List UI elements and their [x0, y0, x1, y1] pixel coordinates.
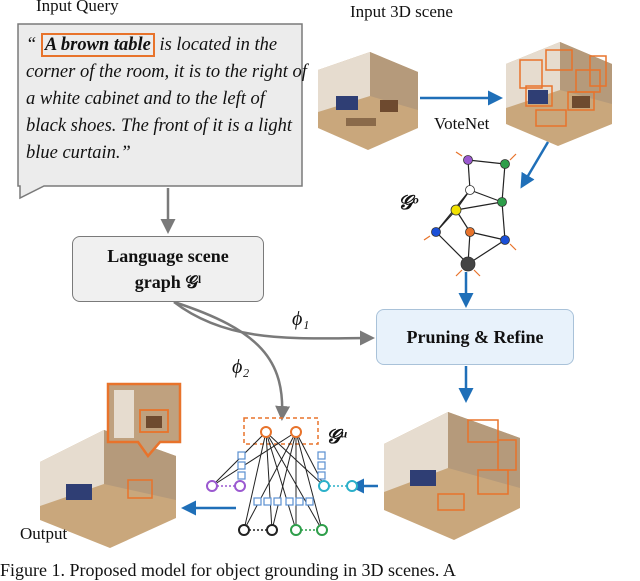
zoom-inset — [106, 382, 182, 459]
output-scene-image — [40, 430, 176, 548]
union-graph-edges — [211, 431, 325, 531]
language-graph-line1: Language scene — [107, 246, 229, 266]
query-text: “ A brown table is located in the corner… — [26, 32, 308, 167]
votenet-label: VoteNet — [434, 114, 490, 133]
input-query-label: Input Query — [36, 0, 119, 15]
detected-scene-image — [506, 42, 612, 146]
language-scene-graph-box: Language scene graph 𝒢ˡ — [72, 236, 264, 302]
query-highlight: A brown table — [40, 33, 155, 57]
query-rest: is located in the corner of the room, it… — [26, 35, 307, 163]
figure-caption: Figure 1. Proposed model for object grou… — [0, 560, 456, 580]
object-graph — [435, 159, 506, 265]
object-graph-nodes — [431, 155, 510, 272]
phi1-label: ϕ₁ — [292, 308, 310, 330]
refined-scene-image — [384, 412, 520, 540]
input-scene-label: Input 3D scene — [350, 2, 453, 21]
input-scene-image — [318, 52, 418, 150]
union-graph-label: 𝒢ᵘ — [326, 426, 347, 448]
pruning-refine-box: Pruning & Refine — [376, 309, 574, 365]
phi2-label: ϕ₂ — [232, 356, 250, 378]
output-label: Output — [20, 524, 68, 543]
object-graph-label: 𝒢ᵒ — [398, 192, 419, 214]
query-bubble — [17, 23, 303, 200]
language-graph-line2: graph 𝒢ˡ — [134, 272, 202, 292]
query-open-quote: “ — [26, 35, 37, 55]
